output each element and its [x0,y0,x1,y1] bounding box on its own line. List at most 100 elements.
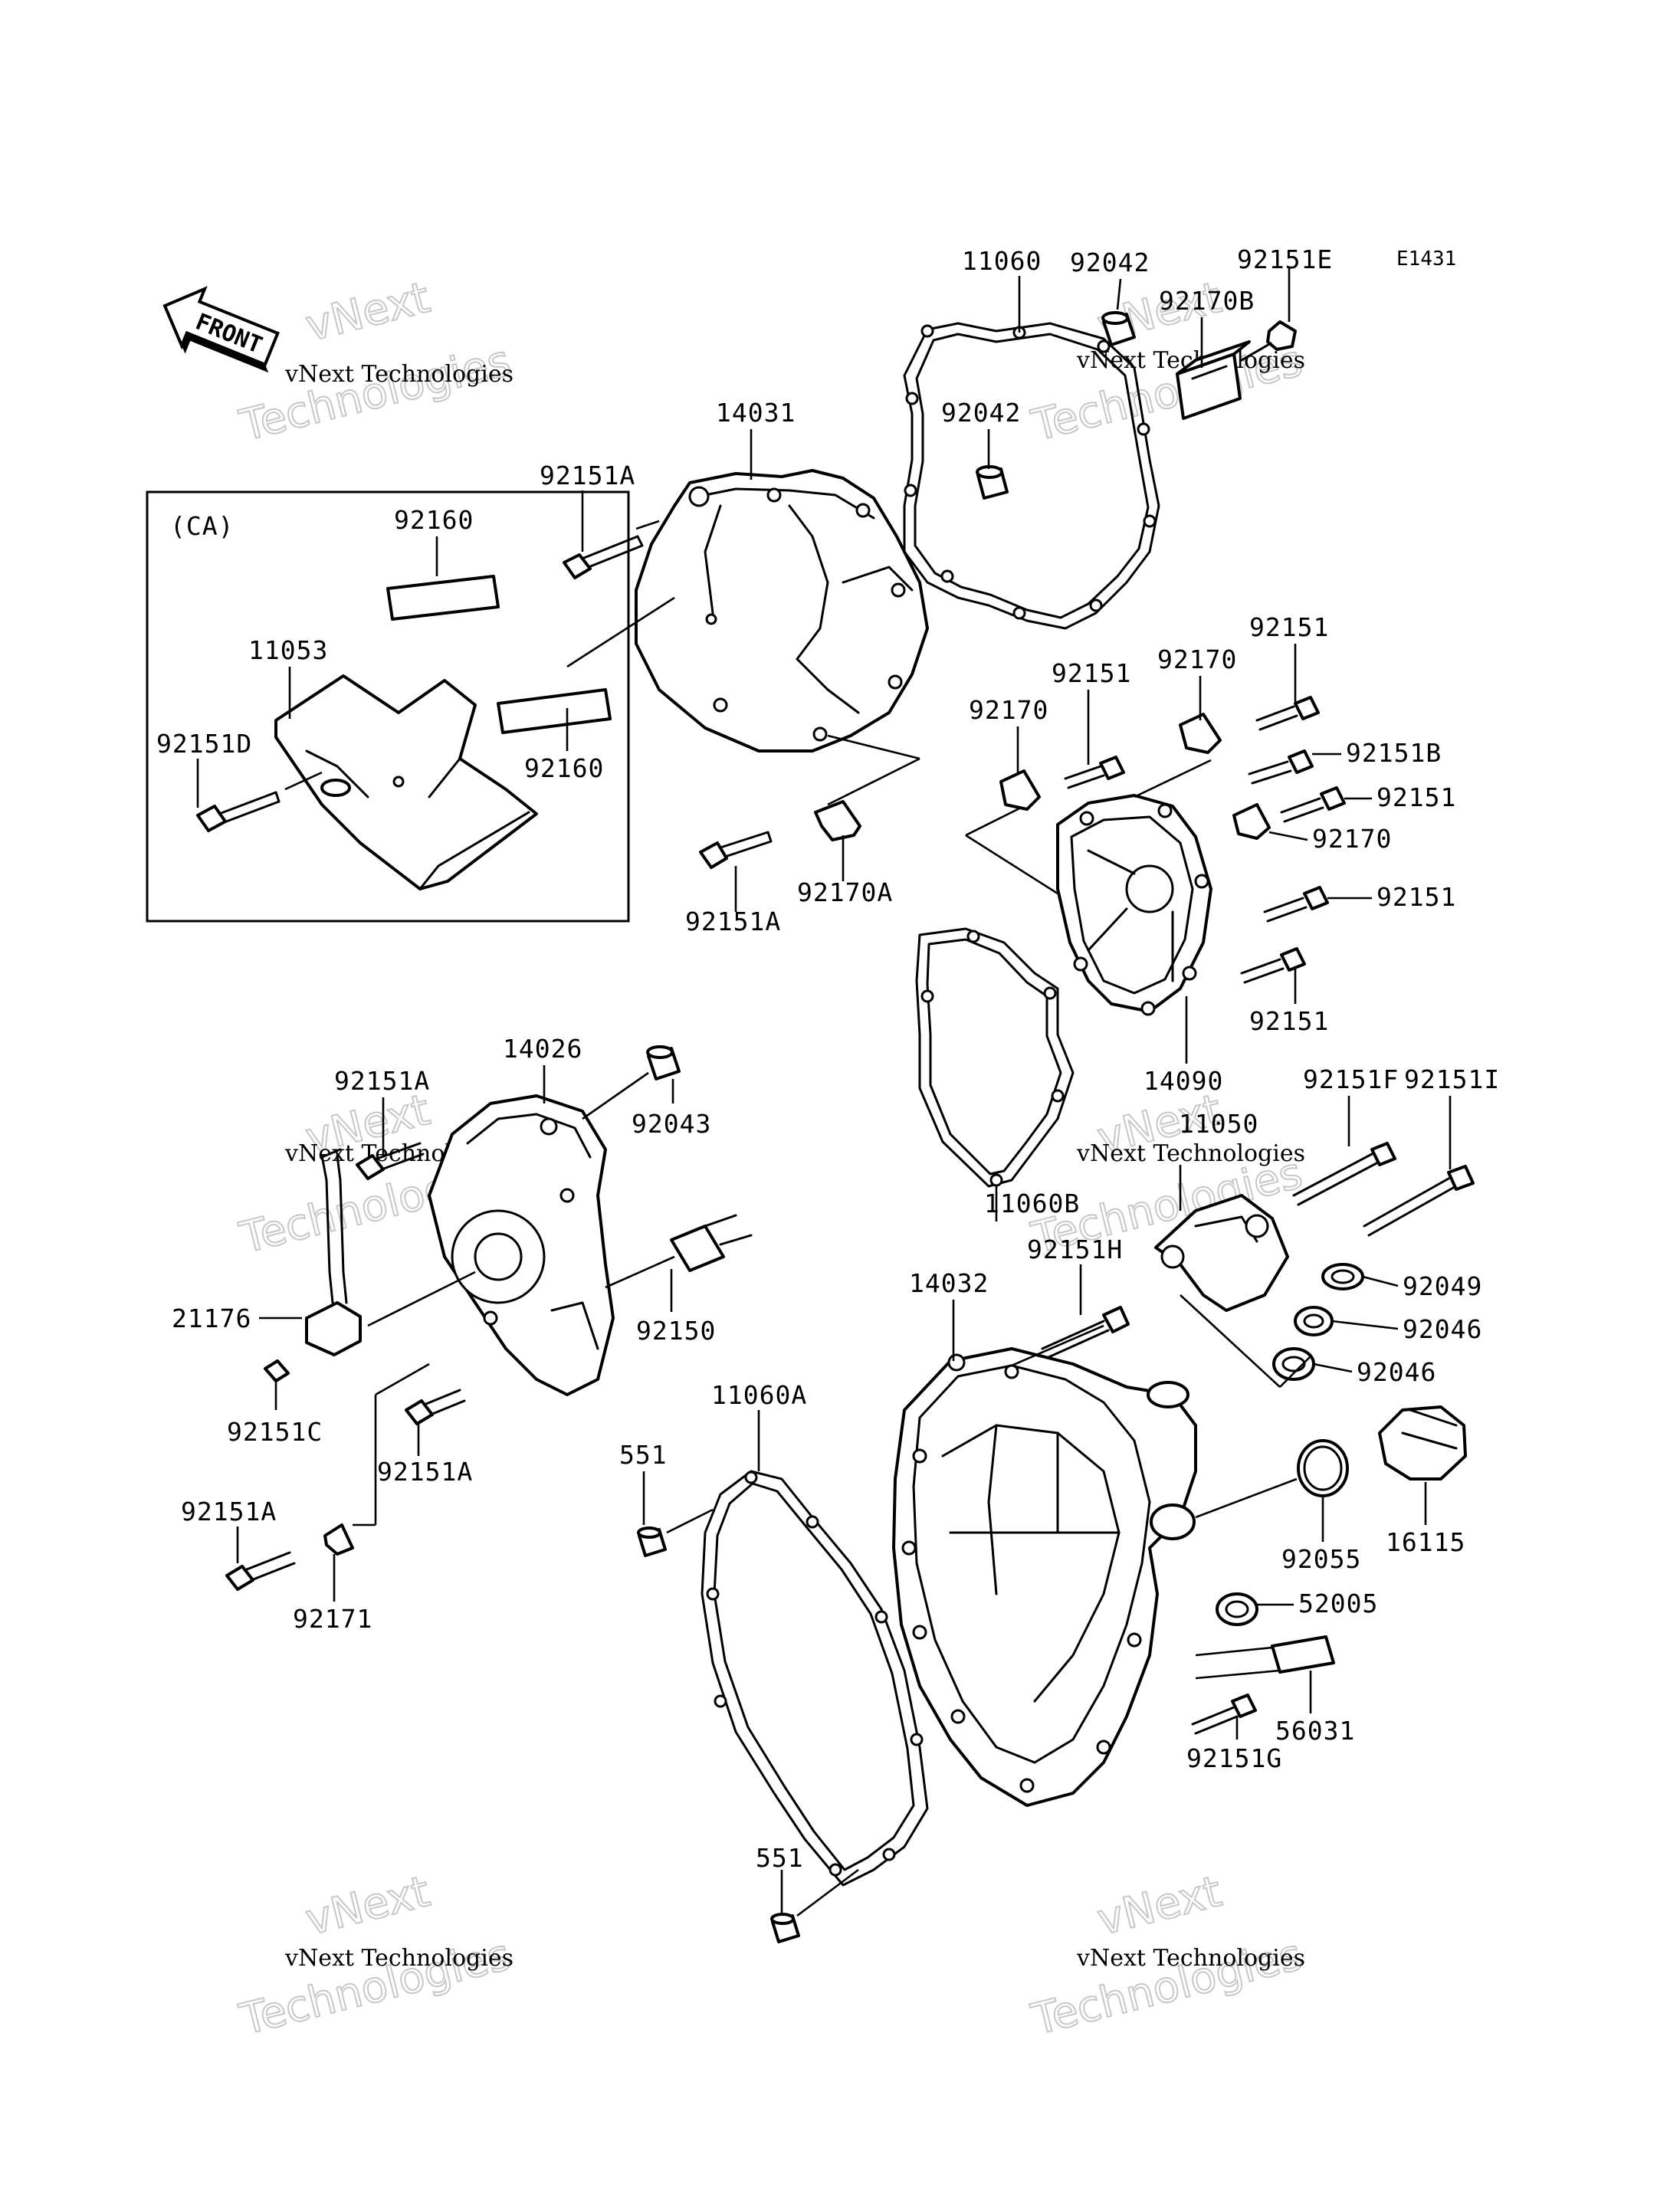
label-92046-b: 92046 [1357,1357,1436,1387]
bolt-92151A-mid [405,1389,466,1425]
bolt-92151A-lower [699,831,773,869]
clamp-92170A [814,800,861,841]
label-92151-a: 92151 [1052,658,1131,688]
label-92042-mid: 92042 [941,398,1021,428]
label-551-lower: 551 [756,1843,804,1873]
bolt-92151H [1041,1306,1130,1359]
label-plate-56031 [1271,1635,1335,1674]
bolt-92151B [1248,749,1314,785]
watermark-text: Technologies [235,336,516,451]
watermark-text: vNext Technologies [1076,1945,1305,1972]
dowel-92043 [646,1045,681,1080]
bolt-92151F [1292,1142,1396,1206]
label-92151-e: 92151 [1249,1006,1329,1036]
label-11060B: 11060B [984,1189,1080,1218]
bolt-92151-a [1064,756,1125,789]
label-11060A: 11060A [711,1380,807,1410]
label-92160-upper: 92160 [394,505,474,535]
label-92151H: 92151H [1027,1235,1123,1264]
label-56031: 56031 [1275,1716,1355,1746]
clamp-92170-left [999,769,1041,811]
watermark-bottom-right: vNext Technologies vNext Technologies [1026,1866,1308,2046]
dowel-551-upper [637,1526,667,1557]
label-92170-right: 92170 [1312,824,1392,854]
dowel-92042-top [1101,311,1136,346]
watermark-text: vNext [301,273,435,352]
label-11053: 11053 [248,635,328,665]
diagram-code: E1431 [1396,248,1456,271]
gasket-11060-holes [904,324,1157,620]
watermark-text: vNext [1093,1867,1226,1946]
label-92055: 92055 [1281,1544,1361,1574]
label-pad-92160-lower [497,688,612,734]
label-92151A-upper: 92151A [540,461,635,490]
label-pad-92160-upper [386,575,500,621]
label-92151B: 92151B [1346,738,1442,768]
bolt-92151-c [1280,786,1346,823]
grommet-11053 [320,779,351,797]
watermark-top-left: vNext Technologies vNext Technologies [235,272,517,452]
label-92160-lower: 92160 [524,753,604,783]
label-92151A-below: 92151A [685,907,781,936]
dowel-92042-mid [976,465,1009,500]
watermark-text: vNext Technologies [284,1945,514,1972]
bolt-92151A-upper [563,535,644,579]
label-92171: 92171 [293,1604,372,1634]
watermark-text: vNext [301,1867,435,1946]
gasket-11060B [915,927,1075,1188]
label-92049: 92049 [1403,1271,1482,1301]
label-92170B: 92170B [1159,286,1255,316]
label-16115: 16115 [1386,1527,1465,1557]
ca-inset: (CA) [146,490,630,923]
label-14090: 14090 [1144,1066,1223,1096]
leader-lines [196,268,1452,1913]
bolt-92151I [1363,1165,1475,1237]
label-92151-b: 92151 [1249,612,1329,642]
clip-92171 [323,1523,354,1556]
label-11060: 11060 [962,246,1042,276]
label-92151-d: 92151 [1376,882,1456,912]
label-92170-upper: 92170 [1157,644,1237,674]
cover-plate-11053 [274,674,538,890]
label-92151G: 92151G [1186,1743,1282,1773]
label-14032: 14032 [909,1268,989,1298]
label-92151-c: 92151 [1376,782,1456,812]
label-92151A-left: 92151A [334,1066,430,1096]
clutch-cover-14032 [892,1347,1197,1807]
label-92151D: 92151D [156,729,252,759]
front-arrow-icon: FRONT [162,286,280,373]
label-92151A-low: 92151A [181,1497,277,1526]
ca-inset-label: (CA) [170,511,234,541]
bolt-92151E [1240,320,1297,362]
watermark-text: vNext Technologies [1076,1140,1305,1167]
label-21176: 21176 [172,1303,251,1333]
label-52005: 52005 [1298,1589,1378,1618]
label-14031: 14031 [716,398,796,428]
watermark-bottom-left: vNext Technologies vNext Technologies [235,1866,517,2046]
label-92042-top: 92042 [1070,248,1150,277]
bolt-92151D [196,791,281,832]
label-551-upper: 551 [619,1440,668,1470]
cover-14090 [1056,794,1212,1016]
bracket-11050 [1154,1194,1289,1312]
label-92150: 92150 [636,1316,716,1346]
label-14026: 14026 [503,1034,582,1064]
label-92151C: 92151C [227,1417,323,1447]
watermark-text: vNext Technologies [284,361,514,388]
cover-14026 [428,1094,615,1396]
label-92170A: 92170A [797,877,893,907]
label-92170-left: 92170 [969,695,1048,725]
generator-cover-14031 [635,469,929,753]
bolt-92151G [1191,1694,1257,1735]
label-92151I: 92151I [1404,1064,1500,1094]
clamp-92170B [1176,340,1251,420]
bolt-92151A-left [356,1142,425,1180]
bolt-92151-b [1255,696,1320,731]
label-92151E: 92151E [1237,244,1333,274]
bolt-92151-e [1240,947,1306,984]
bolt-92151A-low [225,1551,296,1591]
oil-filler-cap-16115 [1378,1405,1467,1481]
label-92151A-mid: 92151A [377,1457,473,1487]
label-92151F: 92151F [1303,1064,1399,1094]
